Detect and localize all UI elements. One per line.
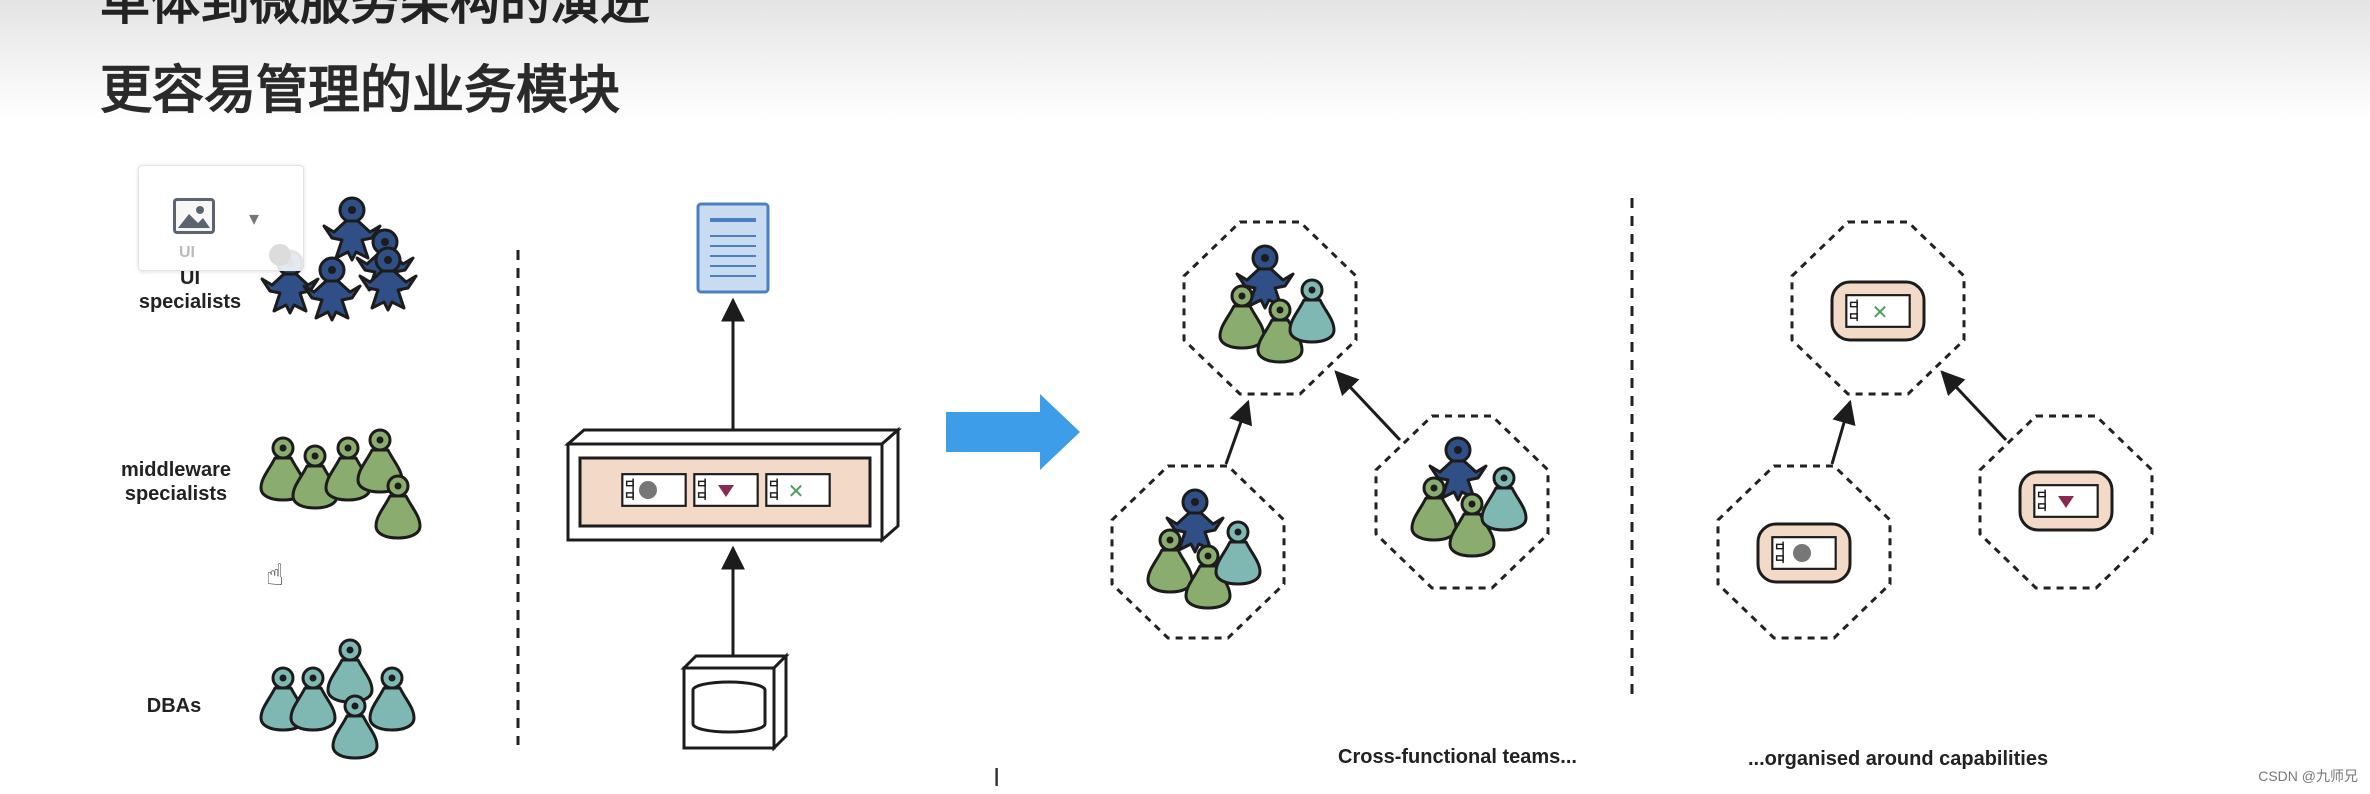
loading-icon <box>269 244 291 266</box>
transition-arrow <box>946 394 1080 470</box>
label-dbas: DBAs <box>146 695 202 717</box>
slide-subtitle: 更容易管理的业务模块 <box>100 61 621 121</box>
monolith-component-middleware <box>693 473 759 507</box>
document-icon <box>696 202 770 294</box>
database-icon <box>680 652 790 752</box>
svg-text:✕: ✕ <box>788 479 805 503</box>
watermark: CSDN @九师兄 <box>2258 768 2358 784</box>
label-ui-specialists: UI specialists <box>138 267 242 313</box>
capability-hex-right <box>1978 414 2154 590</box>
team-hex-left <box>1110 464 1286 640</box>
image-toolbar-popup[interactable]: ▾ UI <box>138 165 304 271</box>
label-middleware-specialists: middleware specialists <box>120 459 232 505</box>
team-hex-top <box>1182 220 1358 396</box>
ghost-label: UI <box>179 244 195 261</box>
monolith-box: ✕ <box>564 426 902 544</box>
caption-capabilities: ...organised around capabilities <box>1748 748 2049 770</box>
caption-cross-functional: Cross-functional teams... <box>1338 746 1577 768</box>
header-background <box>0 0 2370 120</box>
capability-hex-top: ✕ <box>1790 220 1966 396</box>
slide-title: 单体到微服务架构的演进 <box>100 0 650 31</box>
team-hex-right <box>1374 414 1550 590</box>
text-cursor-icon: I <box>993 762 1001 792</box>
monolith-component-ui <box>621 473 687 507</box>
arrow-team-left <box>1224 399 1253 465</box>
chevron-down-icon[interactable]: ▾ <box>249 208 260 230</box>
arrow-team-right <box>1334 370 1402 442</box>
hand-cursor-icon: ☝ <box>266 559 285 592</box>
dbas-group <box>259 638 416 760</box>
monolith-component-db: ✕ <box>765 473 831 507</box>
arrow-cap-left <box>1830 399 1856 465</box>
image-icon[interactable] <box>173 198 215 234</box>
capability-hex-left <box>1716 464 1892 640</box>
arrow-cap-right <box>1940 370 2008 442</box>
svg-text:✕: ✕ <box>1872 300 1889 324</box>
middleware-specialists-group <box>259 428 422 540</box>
